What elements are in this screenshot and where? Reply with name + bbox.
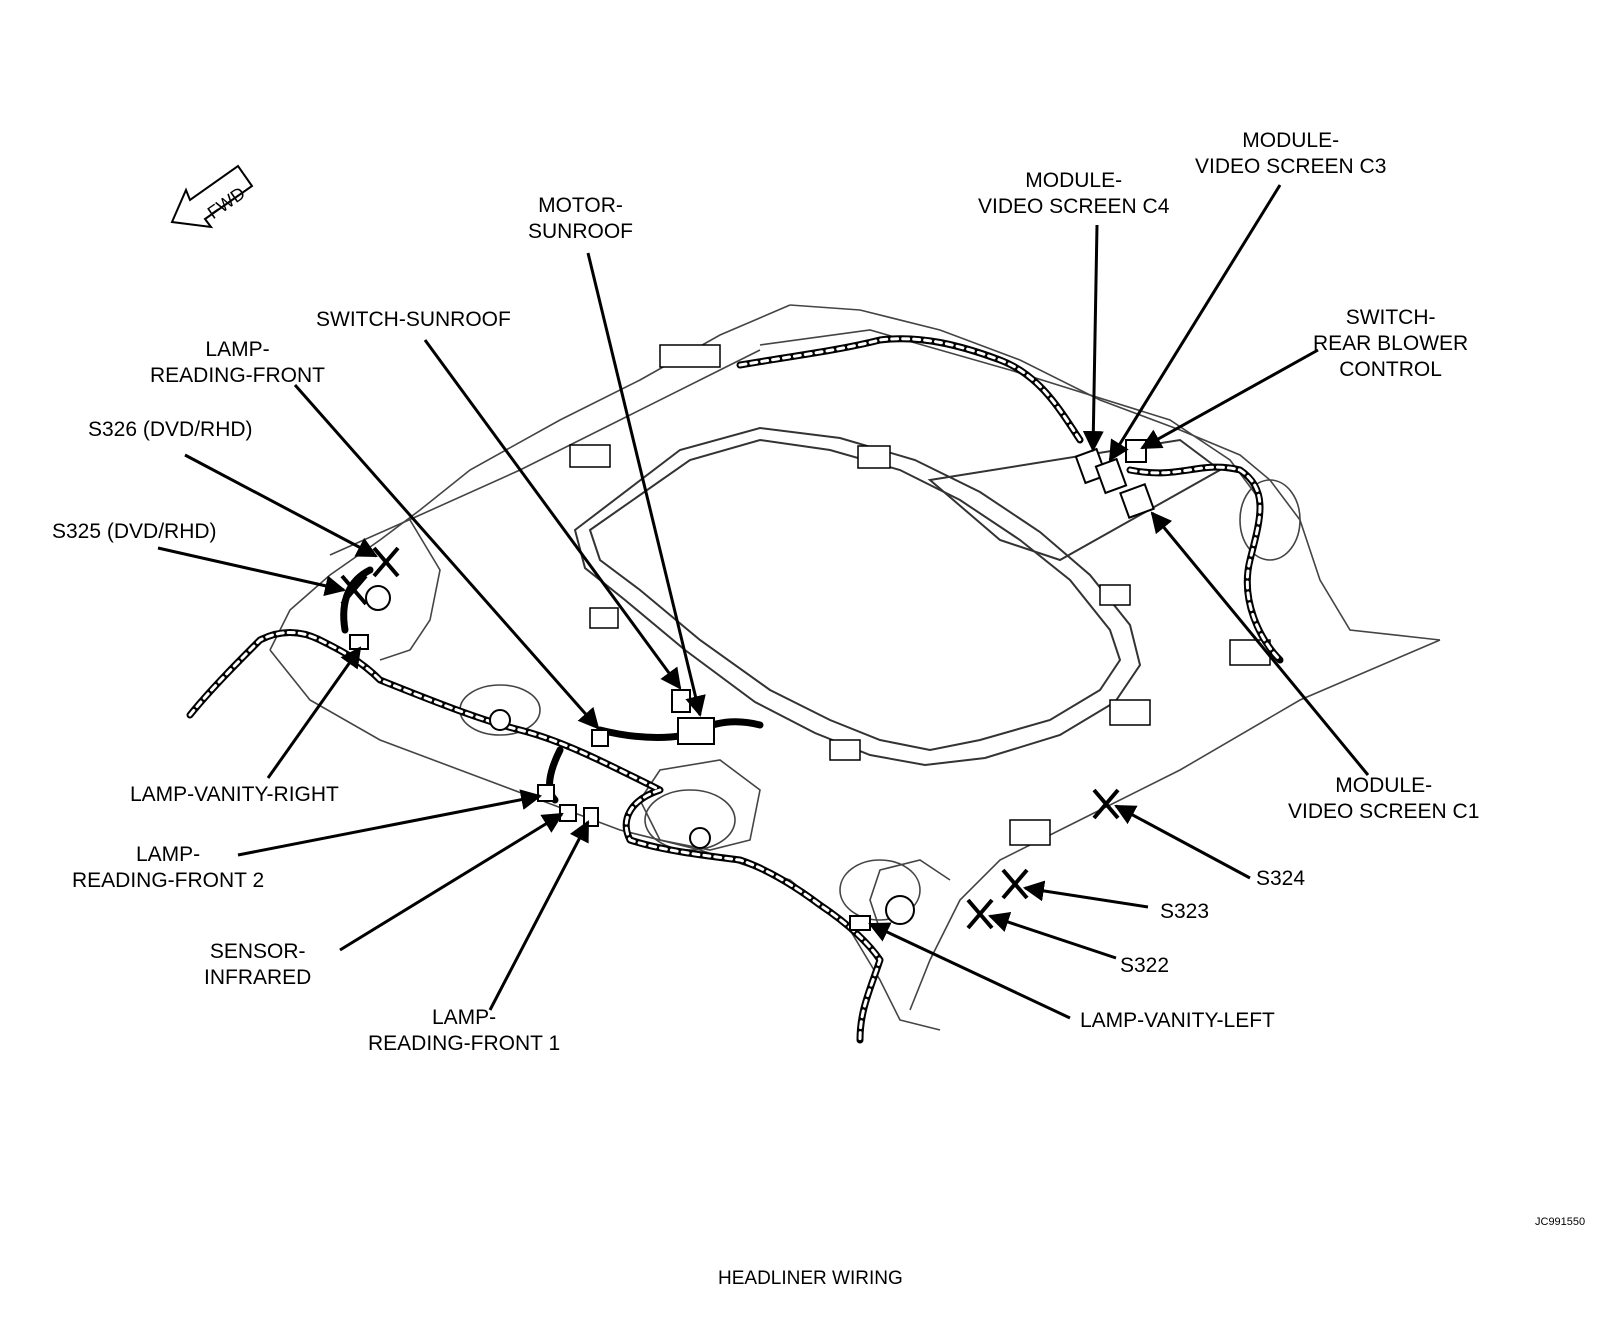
label-module-video-screen-c3: MODULE- VIDEO SCREEN C3: [1195, 129, 1387, 178]
figure-code: JC991550: [1535, 1216, 1586, 1228]
fwd-arrow-icon: FWD: [170, 164, 254, 229]
leader-module-c1: [1150, 511, 1370, 776]
leader-s326: [184, 453, 378, 558]
label-lamp-vanity-left: LAMP-VANITY-LEFT: [1080, 1009, 1275, 1032]
s324-splice-icon: [1092, 788, 1120, 820]
label-lamp-reading-front-2: LAMP- READING-FRONT 2: [72, 843, 265, 892]
lamp-s325-mount: [365, 585, 391, 611]
leader-switch-sunroof: [423, 339, 682, 690]
leader-s324: [1114, 804, 1251, 880]
sensor-infrared-connector: [559, 804, 577, 822]
leader-rear-blower: [1140, 348, 1319, 450]
rear-blower-switch-connector: [1125, 439, 1147, 463]
lamp-vanity-right-connector: [349, 634, 369, 650]
label-module-video-screen-c4: MODULE- VIDEO SCREEN C4: [978, 169, 1170, 218]
splice-marks: [340, 546, 1120, 930]
label-lamp-reading-front-1: LAMP- READING-FRONT 1: [368, 1006, 561, 1055]
s323-splice-icon: [1001, 868, 1029, 900]
leader-lamp-reading-front-2: [237, 789, 543, 857]
fwd-label: FWD: [204, 183, 249, 223]
wiring-harness-inner: [188, 337, 1282, 1042]
lamp-reading-front-connector: [591, 729, 609, 747]
sunroof-switch-connector: [671, 689, 691, 713]
lamp-vanity-left-mount: [885, 895, 915, 925]
lamp-reading-front-2-connector: [537, 784, 555, 802]
leader-module-c3: [1108, 184, 1282, 462]
dome-mount: [689, 827, 711, 849]
sunroof-motor-connector: [677, 717, 715, 745]
video-screen-c3-connector: [1094, 457, 1128, 495]
label-switch-rear-blower-control: SWITCH- REAR BLOWER CONTROL: [1313, 306, 1469, 381]
s322-splice-icon: [966, 898, 994, 930]
label-lamp-reading-front: LAMP- READING-FRONT: [150, 338, 325, 387]
label-s325: S325 (DVD/RHD): [52, 520, 217, 543]
leader-lamp-reading-front: [293, 384, 600, 730]
label-s324: S324: [1256, 867, 1306, 890]
label-lamp-vanity-right: LAMP-VANITY-RIGHT: [130, 783, 339, 806]
label-s323: S323: [1160, 900, 1210, 923]
leader-motor-sunroof: [586, 252, 706, 718]
leader-lamp-vanity-right: [266, 646, 362, 779]
lamp-vanity-left-connector: [849, 915, 871, 931]
label-s322: S322: [1120, 954, 1170, 977]
wiring-harness: [186, 335, 1284, 1044]
leader-s325: [157, 546, 347, 597]
label-sensor-infrared: SENSOR- INFRARED: [204, 940, 312, 989]
headliner-clips: [569, 344, 1271, 846]
s326-splice-icon: [372, 546, 400, 578]
leader-lines: [157, 184, 1370, 1020]
leader-lamp-reading-front-1: [488, 820, 590, 1011]
label-switch-sunroof: SWITCH-SUNROOF: [316, 308, 511, 331]
label-module-video-screen-c1: MODULE- VIDEO SCREEN C1: [1288, 774, 1480, 823]
leader-sensor-infrared: [339, 812, 564, 952]
lamp-vanity-mount-right: [489, 709, 511, 731]
leader-lamp-vanity-left: [868, 922, 1071, 1020]
figure-caption: HEADLINER WIRING: [718, 1268, 903, 1289]
leader-module-c4: [1082, 224, 1104, 453]
label-motor-sunroof: MOTOR- SUNROOF: [528, 194, 633, 243]
leader-s322: [988, 912, 1117, 960]
label-s326: S326 (DVD/RHD): [88, 418, 253, 441]
video-screen-c1-connector: [1119, 483, 1155, 519]
leader-s323: [1022, 880, 1149, 909]
connectors: [349, 439, 1155, 931]
